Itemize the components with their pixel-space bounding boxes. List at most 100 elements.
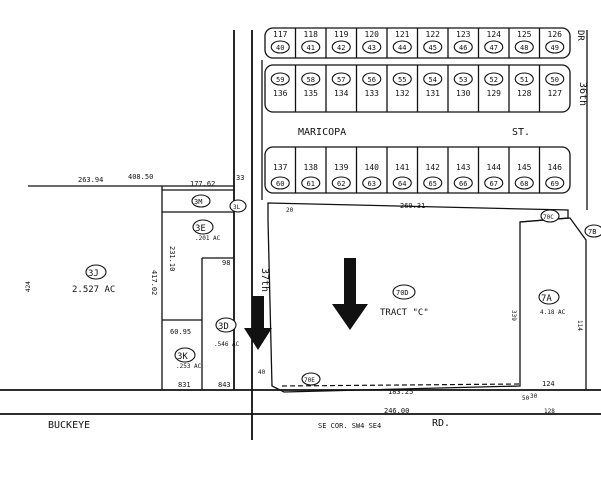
mid-row-lot-133: 133 [365,89,380,98]
dim-20: 20 [286,207,294,214]
top-row-lot-118: 118 [304,30,319,39]
parcel-7a-area: 4.18 AC [540,309,566,316]
mid-row-circle-label-57: 57 [337,76,345,84]
dim-263-94: 263.94 [78,176,103,184]
street-rd: RD. [432,418,450,429]
mid-row-circle-label-58: 58 [307,76,315,84]
bottom-row-circle-63 [362,176,382,190]
dim-60-95: 60.95 [170,328,191,336]
mid-row-circle-label-50: 50 [551,76,559,84]
top-row-circle-label-40: 40 [276,44,284,52]
top-row-circle-42 [331,40,351,54]
bottom-row-circle-62 [331,176,351,190]
top-row-lot-126: 126 [548,30,563,39]
bottom-row-circle-61 [301,176,321,190]
dim-50: 50 [522,395,530,402]
mid-row-lot-136: 136 [273,89,288,98]
dim-183-25: 183.25 [388,388,413,396]
tract-c-id: 70D [396,289,409,297]
mid-row-circle-53 [453,72,473,86]
dim-98: 98 [222,259,230,267]
bottom-row-circle-label-69: 69 [551,180,559,188]
mid-row-circle-51 [514,72,534,86]
dim-114: 114 [576,320,583,331]
mid-row-lot-131: 131 [426,89,441,98]
mid-row-circle-label-56: 56 [368,76,376,84]
top-row-circle-label-43: 43 [368,44,376,52]
bottom-row-lot-138: 138 [304,163,319,172]
mid-row-lot-128: 128 [517,89,532,98]
mid-row-circle-55 [392,72,412,86]
parcel-7a-id: 7A [541,294,552,304]
dim-177-62: 177.62 [190,180,215,188]
dim-30: 30 [530,393,538,400]
mid-row-circle-58 [301,72,321,86]
top-row-circle-43 [362,40,382,54]
top-row-circle-label-42: 42 [337,44,345,52]
bottom-row-lot-137: 137 [273,163,288,172]
parcel-3j-area: 2.527 AC [72,285,115,295]
dim-831: 831 [178,381,191,389]
tract-c-label: TRACT "C" [380,308,429,318]
dim-843: 843 [218,381,231,389]
parcel-3d-area: .546 AC [214,341,240,348]
mid-row-lot-130: 130 [456,89,471,98]
parcel-3j-id: 3J [88,269,99,279]
mid-row-circle-label-53: 53 [459,76,467,84]
mid-row-circle-label-55: 55 [398,76,406,84]
bottom-row-circle-66 [453,176,473,190]
bottom-row-lot-143: 143 [456,163,471,172]
top-row-circle-44 [392,40,412,54]
bottom-row-lot-142: 142 [426,163,441,172]
lot-blocks [264,27,571,194]
bottom-row-circle-69 [545,176,565,190]
bottom-row-circle-label-63: 63 [368,180,376,188]
bottom-row-circle-label-60: 60 [276,180,284,188]
tract-c-outline [267,202,587,393]
middle-lot-row: 5913658135571345613355132541315313052129… [270,72,565,98]
mid-row-circle-52 [484,72,504,86]
top-row-circle-40 [270,40,290,54]
mid-row-circle-label-52: 52 [490,76,498,84]
top-row-circle-label-41: 41 [307,44,315,52]
street-maricopa-st: ST. [512,127,530,138]
street-maricopa: MARICOPA [298,127,346,138]
bottom-row-circle-label-65: 65 [429,180,437,188]
mid-row-circle-56 [362,72,382,86]
bottom-row-circle-label-64: 64 [398,180,406,188]
street-buckeye: BUCKEYE [48,420,90,431]
bottom-row-lot-145: 145 [517,163,532,172]
bottom-row-lot-146: 146 [548,163,563,172]
parcel-3m-id: 3M [194,198,202,206]
arrow-markers [244,258,368,350]
mid-row-circle-label-59: 59 [276,76,284,84]
mid-row-circle-59 [270,72,290,86]
dim-417-02: 417.02 [150,270,158,295]
mid-row-lot-129: 129 [487,89,502,98]
dim-231-10: 231.10 [168,246,176,271]
bottom-row-circle-label-68: 68 [520,180,528,188]
top-row-lot-122: 122 [426,30,441,39]
parcel-3k-id: 3K [177,352,188,362]
top-lot-row: 1174011841119421204312144122451234612447… [270,30,565,54]
arrow-down-parcel-3d [244,296,272,350]
road-lines [0,30,601,440]
top-row-lot-124: 124 [487,30,502,39]
top-row-circle-label-45: 45 [429,44,437,52]
parcel-3e-area: .201 AC [195,235,221,242]
arrow-down-tract-c [332,258,368,330]
top-row-lot-120: 120 [365,30,380,39]
mid-row-circle-label-54: 54 [429,76,437,84]
bottom-row-circle-label-62: 62 [337,180,345,188]
top-row-circle-46 [453,40,473,54]
mid-row-lot-135: 135 [304,89,319,98]
parcel-3l-id: 3L [233,204,241,211]
bottom-row-circle-label-67: 67 [490,180,498,188]
street-36th: 36th [577,82,588,106]
bottom-row-circle-68 [514,176,534,190]
bottom-row-circle-label-66: 66 [459,180,467,188]
bottom-row-circle-64 [392,176,412,190]
dim-33: 33 [236,174,244,182]
mid-row-circle-label-51: 51 [520,76,528,84]
